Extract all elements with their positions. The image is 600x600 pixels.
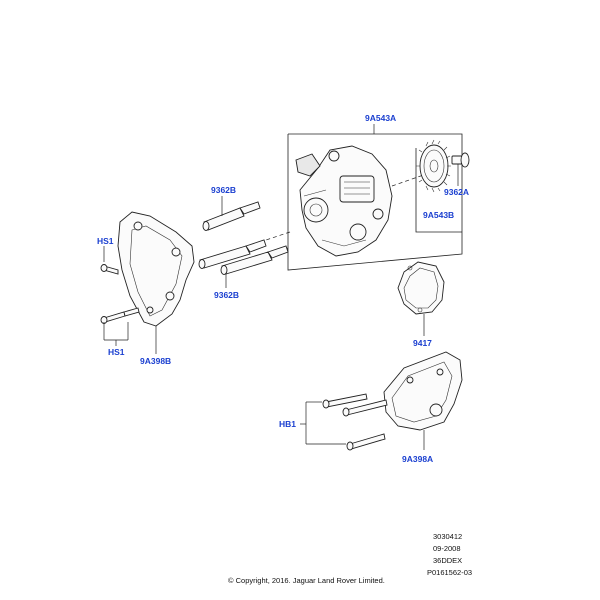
callout-hs1-top: HS1 — [97, 236, 114, 246]
callout-hs1-bottom: HS1 — [108, 347, 125, 357]
callout-9a543a: 9A543A — [365, 113, 397, 123]
fuel-pump — [295, 145, 393, 257]
hs1-top-screw — [100, 246, 119, 275]
gasket — [397, 261, 445, 336]
stud-upper-part — [202, 196, 261, 231]
gear-sub-box — [415, 148, 462, 233]
copyright-text: © Copyright, 2016. Jaguar Land Rover Lim… — [228, 576, 385, 585]
callout-9a543b: 9A543B — [423, 210, 455, 220]
stud-lower-part — [198, 239, 289, 288]
front-bracket — [383, 351, 463, 450]
gear-bolt — [451, 152, 470, 186]
hb1-bolts — [300, 393, 388, 451]
info-line-4: P0161562-03 — [427, 568, 473, 577]
callout-9417: 9417 — [413, 338, 432, 348]
callout-9362b-lower: 9362B — [214, 290, 240, 300]
drive-gear — [416, 139, 451, 193]
callout-9a398a: 9A398A — [402, 454, 434, 464]
callout-hb1: HB1 — [279, 419, 297, 429]
pump-assembly-box — [287, 124, 463, 271]
callout-9362b-upper: 9362B — [211, 185, 237, 195]
info-line-1: 3030412 — [433, 532, 463, 541]
callout-9362a: 9362A — [444, 187, 470, 197]
info-line-2: 09-2008 — [433, 544, 461, 553]
rear-bracket — [117, 211, 195, 354]
callout-9a398b: 9A398B — [140, 356, 172, 366]
info-line-3: 36DDEX — [433, 556, 463, 565]
hs1-bottom-screws — [100, 307, 140, 346]
